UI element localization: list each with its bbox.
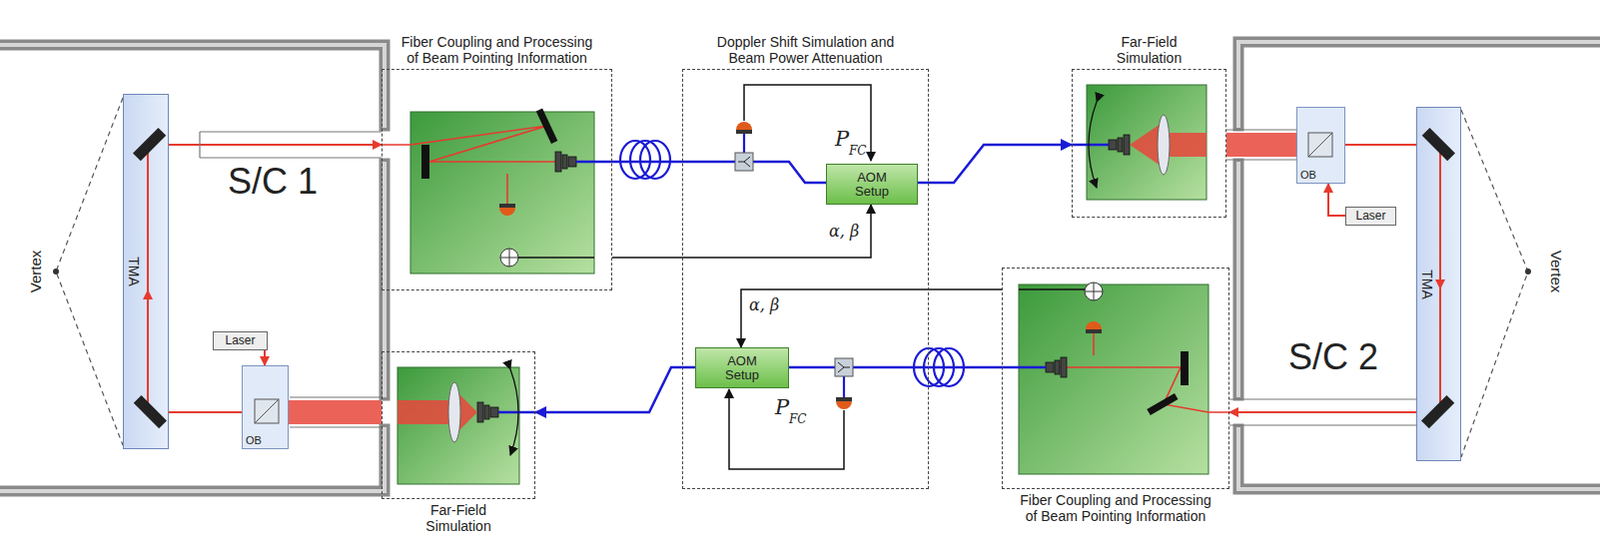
beam-arrow [142, 289, 153, 300]
vertex-line [55, 97, 1529, 458]
group-heading: Far-Field Simulation [403, 502, 514, 535]
beam [381, 125, 1230, 413]
photodiode [499, 203, 1102, 334]
laser-beam [1328, 183, 1346, 216]
group-heading: Fiber Coupling and Processing of Beam Po… [397, 33, 598, 66]
aom-box: AOM Setup [695, 347, 790, 389]
signal-symbol: FC [848, 144, 867, 158]
spacecraft-frame [0, 41, 1600, 492]
dashed-group: Far-Field Simulation [381, 351, 536, 500]
mirror [132, 127, 1456, 429]
vertex-label: Vertex [27, 250, 45, 294]
vertex-label: Vertex [1548, 250, 1566, 294]
optical-fiber [535, 367, 696, 413]
wide-beam [1226, 132, 1297, 157]
bench-panel [1086, 84, 1207, 200]
box-label: TMA [1419, 269, 1436, 300]
vertex-dot [52, 268, 59, 275]
bench-panel [1018, 284, 1209, 475]
laser-box: Laser [1345, 206, 1397, 226]
signal-wire [518, 256, 595, 259]
signal-symbol: P [834, 127, 849, 151]
beam [397, 400, 455, 425]
optical-fiber [789, 366, 1002, 370]
box-label: Laser [224, 334, 255, 348]
laser-beam [168, 143, 382, 146]
wide-beam [288, 400, 382, 425]
lens [448, 114, 1170, 443]
fiber-coil [620, 140, 964, 387]
optical-bench: OB [1296, 106, 1346, 184]
box-label: Laser [1355, 209, 1386, 223]
signal-arrow [612, 204, 871, 258]
beam [1439, 144, 1442, 413]
vertex-dot [1525, 268, 1532, 275]
signal-wire [1018, 288, 1085, 291]
laser-beam [1345, 143, 1417, 146]
bench-panel [397, 367, 520, 485]
group-heading: Doppler Shift Simulation and Beam Power … [698, 33, 913, 66]
beam [146, 144, 149, 413]
signal-symbol: P [775, 396, 790, 420]
laser-beam [168, 411, 242, 414]
box-label: AOM Setup [716, 354, 769, 383]
tma-fill [122, 93, 169, 450]
box-label: OB [1300, 168, 1317, 181]
spacecraft-label: S/C 1 [227, 161, 318, 202]
optical-bench: OB [241, 365, 289, 450]
feedback-line [729, 84, 871, 470]
laser-beam [263, 350, 266, 366]
dashed-group: Fiber Coupling and Processing of Beam Po… [1001, 267, 1230, 490]
bench-panel [410, 111, 595, 274]
quadrant-photodiode [500, 248, 1103, 301]
signal-arrow [741, 289, 1002, 348]
box-label: AOM Setup [845, 170, 898, 199]
tma-box: TMA [122, 93, 169, 450]
fiber-coupler [477, 134, 1130, 423]
signal-symbol: FC [789, 413, 807, 427]
steering-arc [510, 101, 1097, 456]
optical-fiber [917, 144, 1072, 183]
aom-box: AOM Setup [825, 163, 918, 205]
ob-fill [1296, 106, 1346, 184]
edge-label: α, β [747, 295, 782, 315]
group-heading: Fiber Coupling and Processing of Beam Po… [1015, 492, 1216, 525]
tma-fill [1416, 106, 1462, 462]
ob-fill [241, 365, 289, 450]
spacecraft-label: S/C 2 [1288, 337, 1379, 378]
box-label: OB [245, 434, 262, 447]
dashed-group: Far-Field Simulation [1071, 68, 1227, 218]
laser-beam [1229, 411, 1417, 414]
beam-arrow [1435, 279, 1446, 290]
box-label: TMA [125, 256, 142, 287]
dashed-group: Fiber Coupling and Processing of Beam Po… [381, 68, 613, 291]
group-heading: Far-Field Simulation [1094, 33, 1205, 66]
mirror [421, 107, 1189, 416]
laser-box: Laser [212, 331, 268, 351]
edge-label: α, β [826, 221, 861, 241]
fiber [498, 144, 1109, 413]
tma-box: TMA [1416, 106, 1462, 462]
